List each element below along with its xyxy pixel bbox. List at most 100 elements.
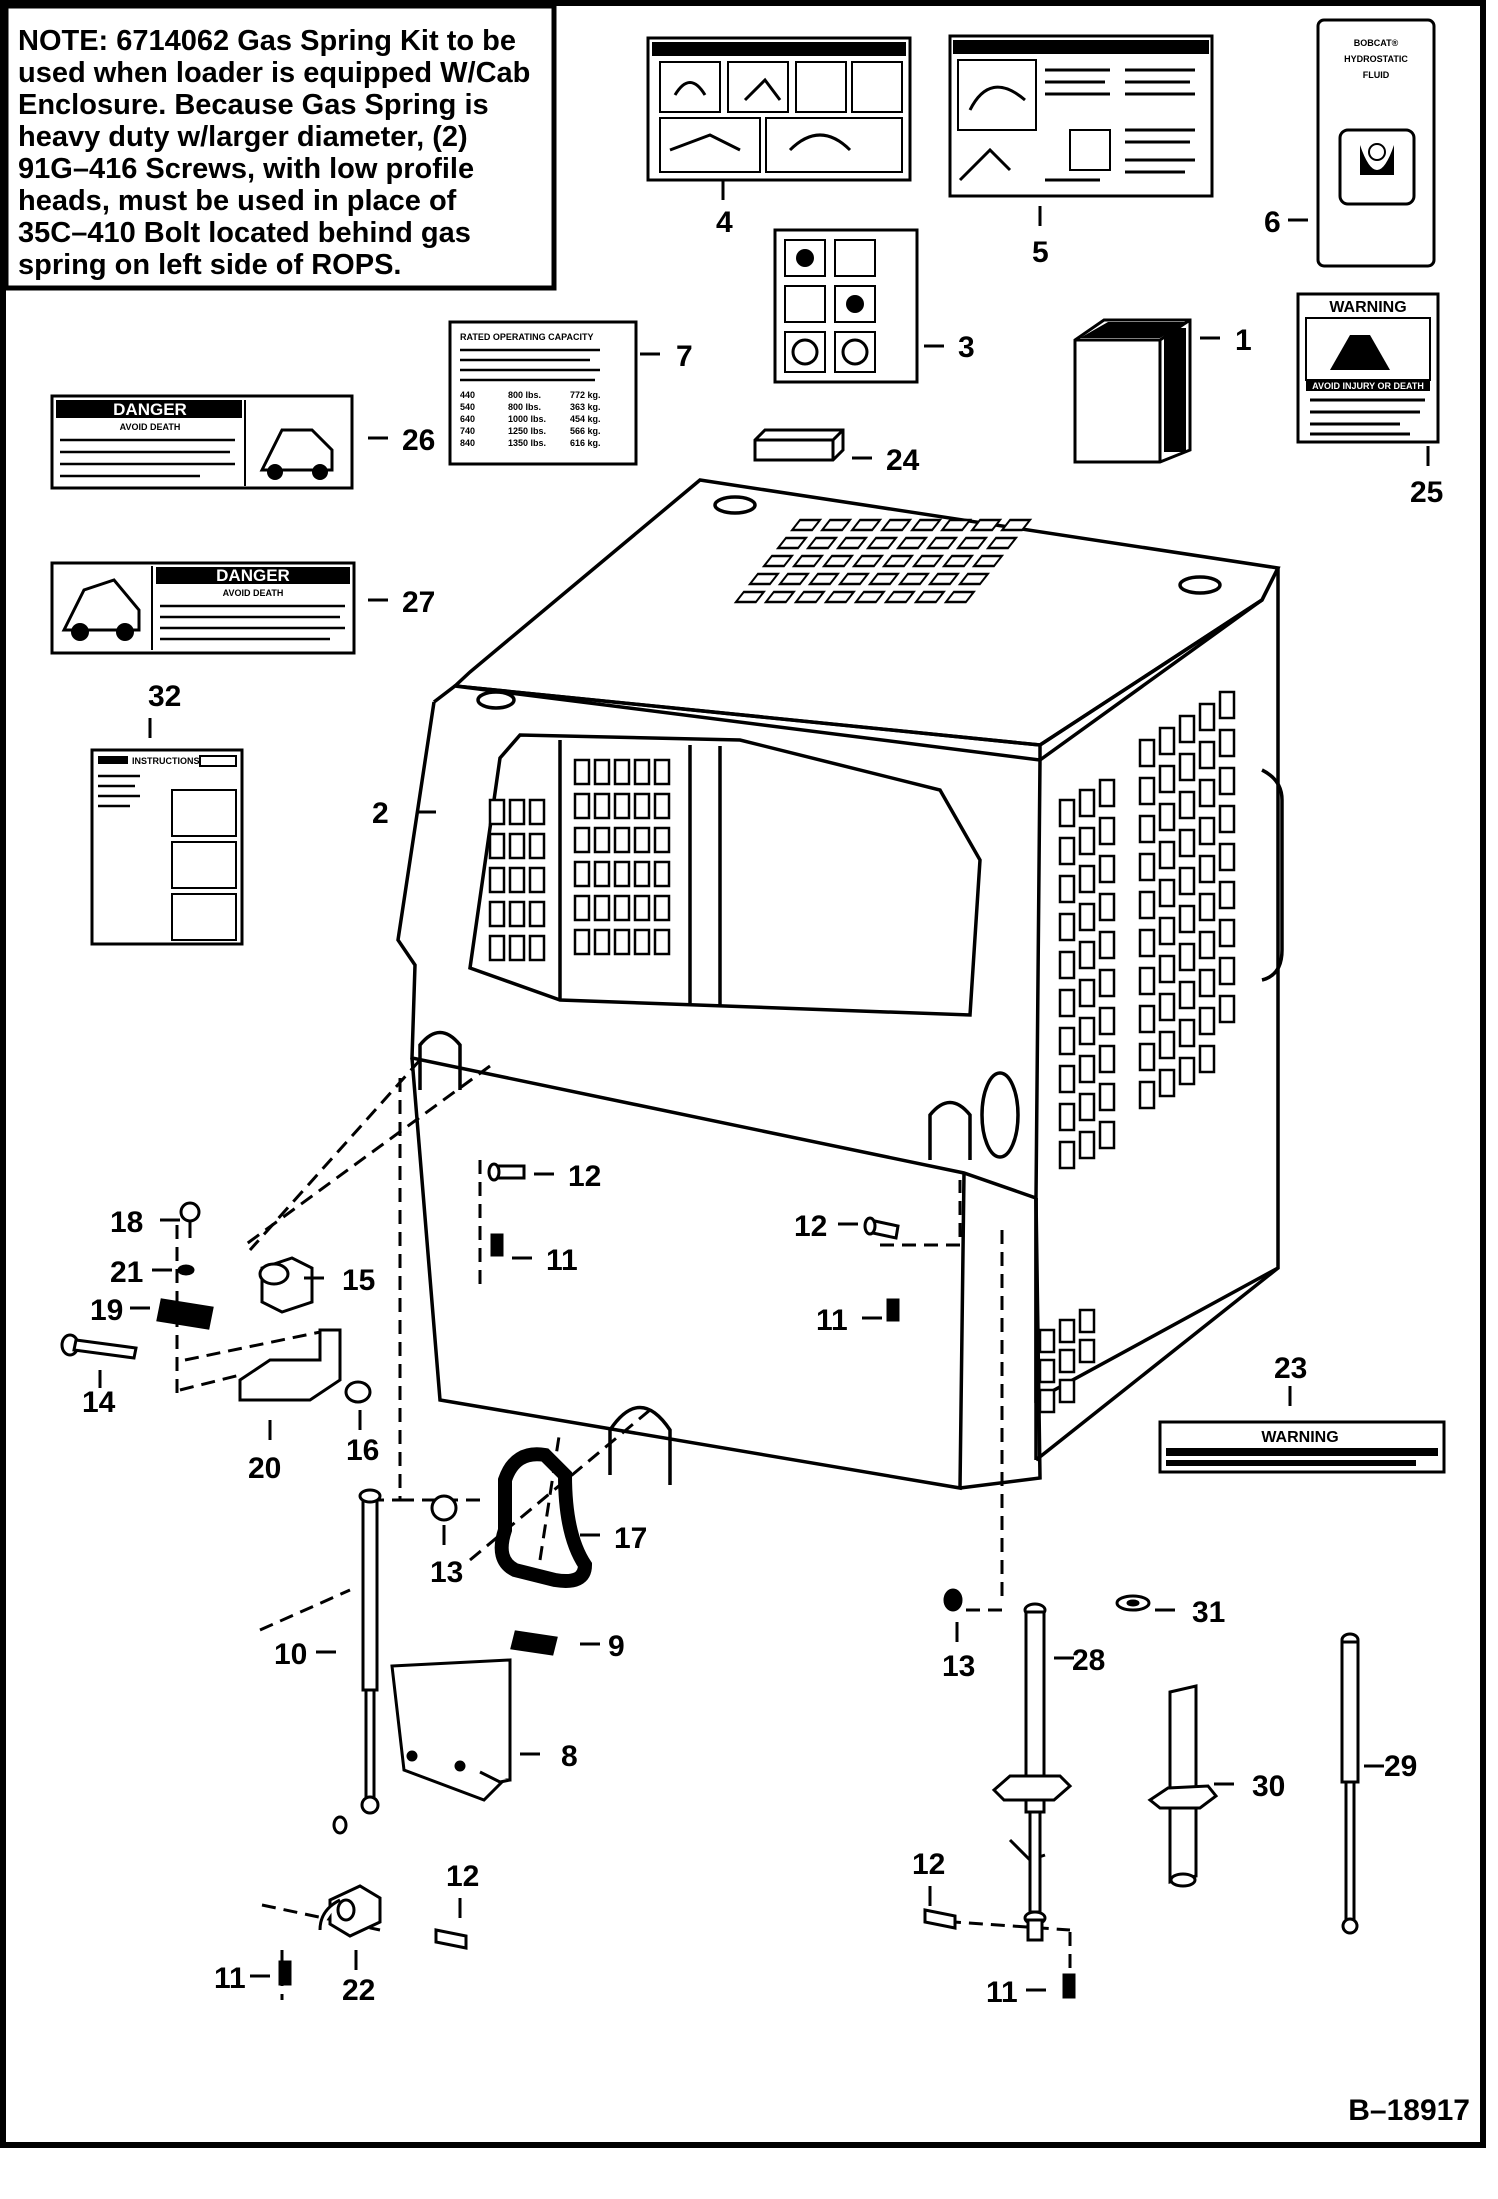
- rops-right-mesh: [1038, 690, 1236, 1414]
- part-8-plate: [390, 1658, 512, 1802]
- part-28-gas-spring: [923, 1602, 1076, 1999]
- part-10-gas-spring: [332, 1488, 382, 1835]
- callout-19: 19: [90, 1294, 123, 1327]
- note-line-8: spring on left side of ROPS.: [18, 249, 401, 281]
- callout-24: 24: [886, 444, 920, 477]
- decal-27-danger: DANGER AVOID DEATH: [50, 561, 356, 655]
- decal-7-capacity: RATED OPERATING CAPACITY 440 800 lbs. 77…: [448, 320, 638, 466]
- decal-6-hydrostatic-fluid: BOBCAT® HYDROSTATIC FLUID: [1316, 18, 1436, 268]
- callout-17: 17: [614, 1522, 647, 1555]
- callout-13-b: 13: [942, 1650, 975, 1683]
- note-line-1: NOTE: 6714062 Gas Spring Kit to be: [18, 25, 516, 57]
- capacity-row-5-lbs: 1350 lbs.: [508, 438, 546, 448]
- callout-12-b: 12: [794, 1210, 827, 1243]
- callout-1: 1: [1235, 324, 1252, 357]
- capacity-row-1-model: 440: [460, 390, 475, 400]
- warning-25-header: WARNING: [1329, 299, 1406, 316]
- callout-7: 7: [676, 340, 693, 373]
- note-line-7: 35C–410 Bolt located behind gas: [18, 217, 471, 249]
- diagram-border: [0, 0, 1486, 2148]
- capacity-row-4-kg: 566 kg.: [570, 426, 601, 436]
- capacity-row-3-kg: 454 kg.: [570, 414, 601, 424]
- decal-32-instructions: INSTRUCTIONS: [90, 748, 244, 946]
- callout-29: 29: [1384, 1750, 1417, 1783]
- part-30-gas-spring: [1147, 1684, 1219, 1888]
- part-22-bracket: [278, 1884, 468, 1986]
- callout-16: 16: [346, 1434, 379, 1467]
- part-17-gasket: [494, 1447, 593, 1588]
- instructions-title: INSTRUCTIONS: [132, 756, 200, 766]
- decal-3: [773, 228, 919, 384]
- note-line-3: Enclosure. Because Gas Spring is: [18, 89, 489, 121]
- capacity-row-4-model: 740: [460, 426, 475, 436]
- figure-id: B–18917: [1348, 2094, 1470, 2127]
- callout-14: 14: [82, 1386, 116, 1419]
- rops-top-grille: [733, 518, 1033, 604]
- rops-left-mesh: [488, 758, 671, 962]
- callout-9: 9: [608, 1630, 625, 1663]
- callout-11-c: 11: [214, 1962, 246, 1995]
- callout-12-a: 12: [568, 1160, 601, 1193]
- capacity-row-2-kg: 363 kg.: [570, 402, 601, 412]
- fluid-line-1: BOBCAT®: [1354, 38, 1399, 48]
- note-line-4: heavy duty w/larger diameter, (2): [18, 121, 468, 153]
- callout-2: 2: [372, 797, 389, 830]
- callout-18: 18: [110, 1206, 143, 1239]
- capacity-row-1-lbs: 800 lbs.: [508, 390, 541, 400]
- part-29-gas-spring: [1340, 1632, 1360, 1935]
- capacity-title: RATED OPERATING CAPACITY: [460, 332, 594, 342]
- capacity-row-1-kg: 772 kg.: [570, 390, 601, 400]
- decal-5: [948, 34, 1214, 198]
- note-line-2: used when loader is equipped W/Cab: [18, 57, 530, 89]
- callout-3: 3: [958, 331, 975, 364]
- callout-12-c: 12: [446, 1860, 479, 1893]
- capacity-row-3-lbs: 1000 lbs.: [508, 414, 546, 424]
- leader-lines: [98, 218, 1384, 1992]
- danger-26-header: DANGER: [113, 400, 187, 419]
- callout-26: 26: [402, 424, 435, 457]
- decal-26-danger: DANGER AVOID DEATH: [50, 394, 354, 490]
- note-line-6: heads, must be used in place of: [18, 185, 457, 217]
- callout-21: 21: [110, 1256, 143, 1289]
- callout-20: 20: [248, 1452, 281, 1485]
- capacity-row-4-lbs: 1250 lbs.: [508, 426, 546, 436]
- part-1-box: [1073, 318, 1192, 464]
- callout-8: 8: [561, 1740, 578, 1773]
- warning-23-header: WARNING: [1261, 1429, 1338, 1446]
- decal-23-warning: WARNING: [1158, 1420, 1446, 1474]
- callout-25: 25: [1410, 476, 1443, 509]
- danger-27-header: DANGER: [216, 566, 290, 585]
- callout-12-d: 12: [912, 1848, 945, 1881]
- note-box: NOTE: 6714062 Gas Spring Kit to be used …: [3, 3, 557, 291]
- callout-23: 23: [1274, 1352, 1307, 1385]
- callout-13-a: 13: [430, 1556, 463, 1589]
- decal-4: [646, 36, 912, 182]
- callout-11-a: 11: [546, 1244, 578, 1277]
- danger-27-sub: AVOID DEATH: [223, 588, 284, 598]
- capacity-row-3-model: 640: [460, 414, 475, 424]
- callout-28: 28: [1072, 1644, 1105, 1677]
- callout-30: 30: [1252, 1770, 1285, 1803]
- note-line-5: 91G–416 Screws, with low profile: [18, 153, 474, 185]
- callout-4: 4: [716, 206, 733, 239]
- capacity-row-5-model: 840: [460, 438, 475, 448]
- fluid-line-2: HYDROSTATIC: [1344, 54, 1408, 64]
- capacity-row-2-model: 540: [460, 402, 475, 412]
- callout-11-b: 11: [816, 1304, 848, 1337]
- small-parts: [60, 1162, 1151, 1656]
- callout-6: 6: [1264, 206, 1281, 239]
- callout-15: 15: [342, 1264, 375, 1297]
- danger-26-sub: AVOID DEATH: [120, 422, 181, 432]
- part-24-block: [753, 428, 845, 462]
- callout-27: 27: [402, 586, 435, 619]
- callout-22: 22: [342, 1974, 375, 2007]
- capacity-row-5-kg: 616 kg.: [570, 438, 601, 448]
- callout-32: 32: [148, 680, 181, 713]
- callout-31: 31: [1192, 1596, 1225, 1629]
- callout-5: 5: [1032, 236, 1049, 269]
- warning-25-sub: AVOID INJURY OR DEATH: [1312, 381, 1424, 391]
- capacity-row-2-lbs: 800 lbs.: [508, 402, 541, 412]
- decal-25-warning: WARNING AVOID INJURY OR DEATH: [1296, 292, 1440, 444]
